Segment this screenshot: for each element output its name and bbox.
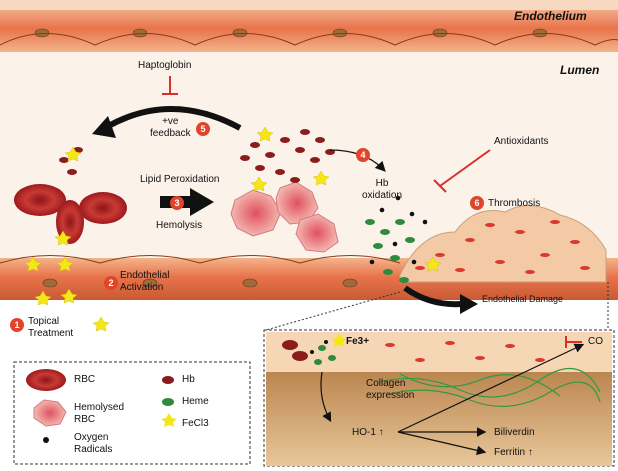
step-badge-1: 1 xyxy=(10,318,24,332)
ferritin-label: Ferritin ↑ xyxy=(494,447,533,458)
legend-oxygen-radicals-label: Oxygen Radicals xyxy=(74,432,113,455)
haptoglobin-label: Haptoglobin xyxy=(138,60,192,71)
hemolysis-label: Hemolysis xyxy=(156,220,203,231)
hemolysed-rbc-cluster xyxy=(230,181,339,253)
inset-panel xyxy=(263,329,615,467)
antioxidants-label: Antioxidants xyxy=(494,136,549,147)
heme-molecules xyxy=(365,219,415,283)
lipid-peroxidation-label: Lipid Peroxidation xyxy=(140,174,220,185)
ve-feedback-label: +ve feedback xyxy=(150,116,191,139)
endothelial-activation-label: Endothelial Activation xyxy=(120,270,170,293)
step-badge-6: 6 xyxy=(470,196,484,210)
fe3-label: Fe3+ xyxy=(346,336,370,347)
endothelium-label: Endothelium xyxy=(514,9,587,23)
legend-hb-label: Hb xyxy=(182,374,195,385)
legend-box xyxy=(13,361,251,465)
step-badge-4: 4 xyxy=(356,148,370,162)
step-badge-2: 2 xyxy=(104,276,118,290)
thrombosis-label: Thrombosis xyxy=(488,198,541,209)
step-badge-5: 5 xyxy=(196,122,210,136)
endothelial-cells-top xyxy=(34,28,548,38)
oxygen-radicals xyxy=(369,195,428,265)
ho1-label: HO-1 ↑ xyxy=(352,427,384,438)
feedback-arrow xyxy=(103,106,242,131)
legend-heme-label: Heme xyxy=(182,396,209,407)
hemolysis-arrow xyxy=(160,188,214,216)
legend-rbc-label: RBC xyxy=(74,374,96,385)
fecl3-stars xyxy=(24,126,442,332)
co-label: CO xyxy=(588,336,603,347)
endothelial-damage-label: Endothelial Damage xyxy=(482,294,564,304)
step-badge-3: 3 xyxy=(170,196,184,210)
legend-fecl3-label: FeCl3 xyxy=(182,418,209,429)
topical-treatment-label: Topical Treatment xyxy=(28,316,74,339)
legend-hemolysed-rbc-label: Hemolysed RBC xyxy=(74,402,125,425)
endothelial-cells-bottom xyxy=(42,278,358,288)
lumen-label: Lumen xyxy=(560,63,600,77)
endothelial-damage-arrow xyxy=(403,285,463,308)
hb-oxidation-label: Hb oxidation xyxy=(362,178,403,201)
biliverdin-label: Biliverdin xyxy=(494,427,535,438)
hb-molecules xyxy=(59,129,335,183)
collagen-expression-label: Collagen expression xyxy=(366,378,415,401)
thrombus xyxy=(399,205,607,283)
